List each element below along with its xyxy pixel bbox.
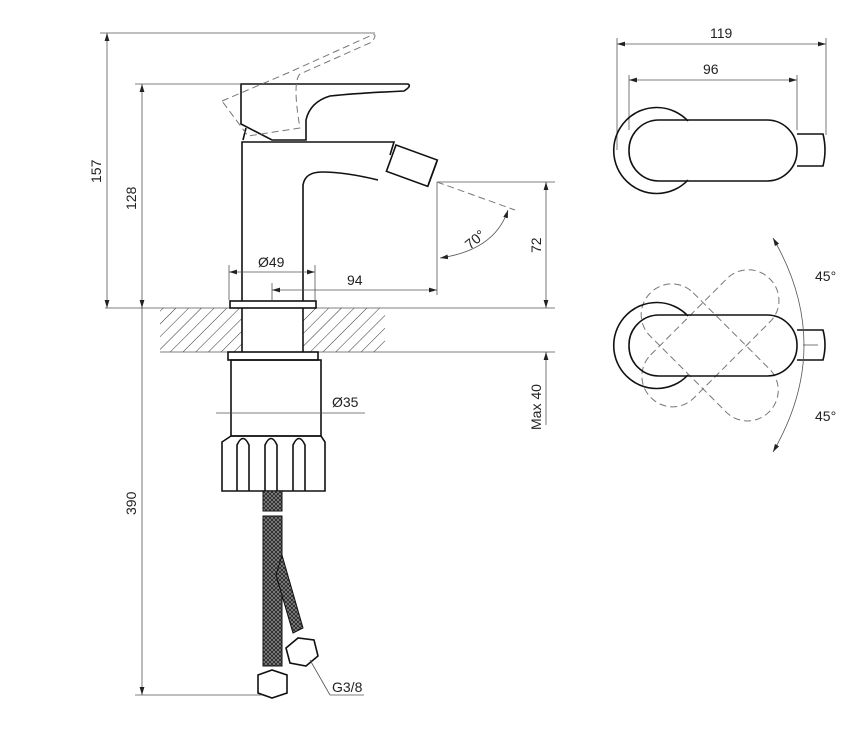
lever-rotation: [628, 314, 798, 377]
dim-119: 119: [710, 25, 733, 41]
rotation-view: 45° 45°: [612, 237, 836, 453]
counter-hatch-right: [303, 308, 385, 352]
dim-max-40: Max 40: [528, 384, 544, 430]
hose-nut-2: [285, 637, 319, 667]
dim-45-deg-down: 45°: [815, 408, 836, 424]
lever-top: [628, 119, 798, 182]
dim-70-deg: 70°: [462, 226, 489, 252]
aerator-nozzle: [385, 143, 439, 188]
dim-diameter-35: Ø35: [332, 394, 359, 410]
dim-72: 72: [528, 237, 544, 253]
side-view: 157 128 390 72 Max 40 70° Ø49 94 Ø35 G3/…: [88, 32, 555, 699]
dim-94: 94: [347, 272, 363, 288]
dim-96: 96: [703, 61, 719, 77]
dim-45-deg-up: 45°: [815, 268, 836, 284]
mounting-nut: [230, 359, 322, 437]
lever: [240, 83, 411, 141]
mixer-body: [241, 141, 396, 301]
base-flange: [229, 300, 317, 309]
counter-hatch-left: [160, 308, 242, 352]
label-g3-8: G3/8: [332, 679, 363, 695]
hose-nut-1: [257, 669, 288, 699]
knurled-nut: [221, 435, 326, 492]
dim-128: 128: [123, 186, 139, 210]
hose-1: [262, 515, 283, 667]
lever-open-position: [221, 34, 376, 137]
top-view: 119 96: [612, 25, 827, 195]
lock-ring: [227, 351, 319, 361]
hose-2: [275, 553, 304, 634]
dim-diameter-49: Ø49: [258, 254, 285, 270]
dim-390: 390: [123, 491, 139, 515]
dim-157: 157: [88, 159, 104, 183]
